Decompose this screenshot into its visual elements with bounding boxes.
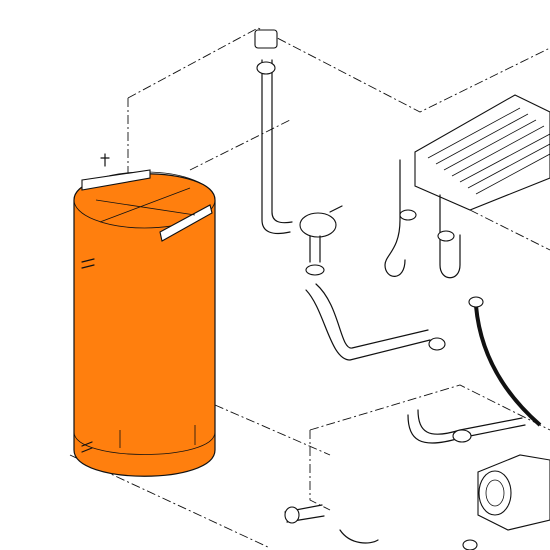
hose-body <box>474 305 542 427</box>
hot-water-pipe[interactable] <box>254 29 446 361</box>
return-pipe-upper <box>305 289 431 361</box>
right-vertical-line <box>309 430 331 511</box>
feed-pipe-lower <box>417 409 523 435</box>
feed-pipe-nut <box>452 429 472 443</box>
pump-feed-pipe[interactable] <box>407 409 526 444</box>
return-pipe-lower <box>315 283 429 349</box>
valve-stem <box>329 205 343 213</box>
bottom-fitting-mid <box>339 529 379 544</box>
heat-exchanger[interactable] <box>384 94 550 279</box>
bottom-fittings <box>284 504 478 550</box>
return-elbow <box>428 337 446 351</box>
valve-nut <box>305 264 325 276</box>
bottom-nut-right <box>462 539 478 550</box>
pump-motor-face <box>485 479 505 507</box>
exchanger-fins <box>427 107 550 195</box>
exchanger-left-pipe <box>384 159 406 277</box>
valve-down-pipe <box>309 235 321 263</box>
tank-lower-fitting <box>81 441 93 453</box>
mid-frame-line <box>189 119 291 171</box>
pipe-right-wall <box>271 59 293 224</box>
tank-mount-screw <box>100 153 110 167</box>
valve-body <box>299 212 337 238</box>
exchanger-body <box>414 94 550 211</box>
tank-upper-fitting <box>81 258 95 269</box>
top-nut <box>256 61 276 75</box>
tank-top-bracket <box>81 169 213 242</box>
bottom-nut-left <box>284 506 300 524</box>
storage-tank[interactable] <box>73 153 216 477</box>
tank-base-bracket <box>119 425 196 448</box>
hose-top-fitting <box>468 296 484 308</box>
tank-bottom-seam <box>73 431 216 455</box>
exchanger-left-nut <box>399 209 417 221</box>
exchanger-right-nut <box>437 230 455 242</box>
circulation-pump[interactable] <box>477 454 550 531</box>
exchanger-frame-line <box>469 209 550 251</box>
flexible-hose[interactable] <box>468 296 542 427</box>
base-frame-line <box>214 404 331 456</box>
exchanger-right-pipe <box>439 194 461 279</box>
right-frame-line <box>309 384 550 431</box>
top-connector <box>254 29 278 49</box>
pump-motor <box>478 470 512 516</box>
upper-frame-line <box>127 27 550 113</box>
pipe-left-wall <box>261 59 291 235</box>
